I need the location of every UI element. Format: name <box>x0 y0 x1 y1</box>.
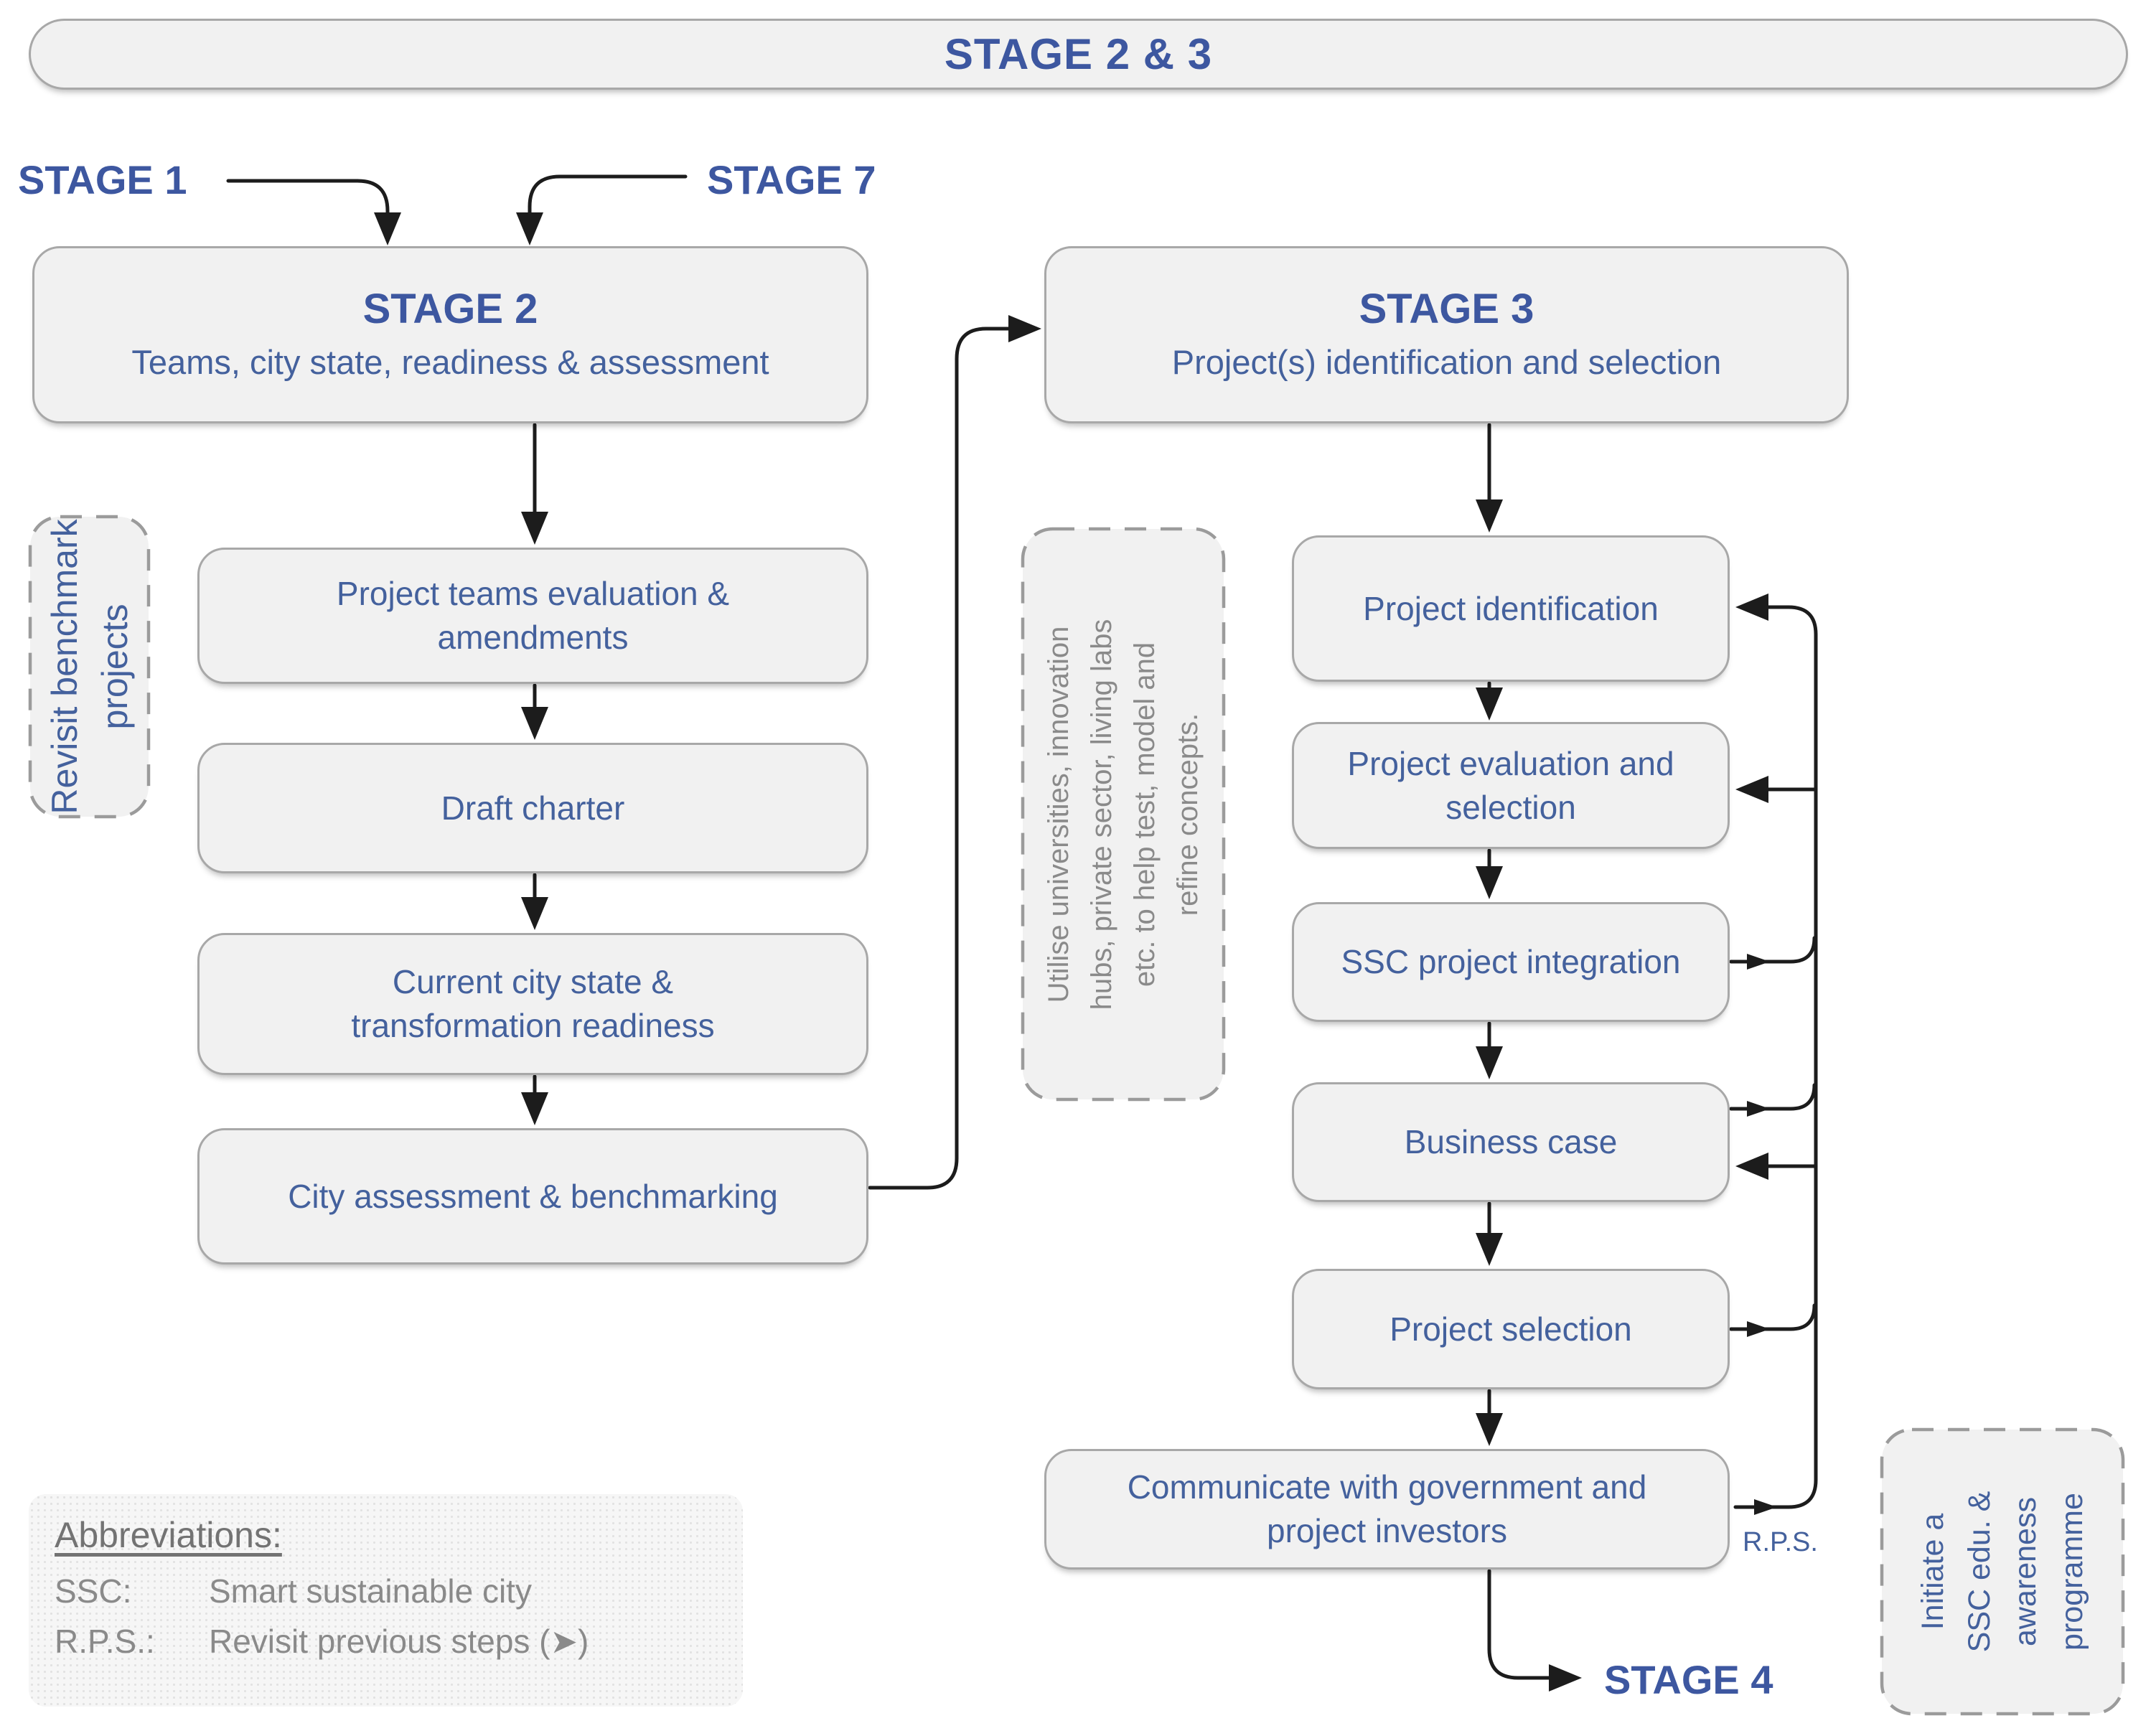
stage2-title: STAGE 2 <box>362 285 538 332</box>
note-line: refine concepts. <box>1172 713 1204 916</box>
label-stage-1: STAGE 1 <box>18 157 187 202</box>
note-utilise-universities: Utilise universities, innovation hubs, p… <box>1023 529 1224 1099</box>
step-label: Project selection <box>1390 1310 1632 1348</box>
step-label: Draft charter <box>441 789 625 827</box>
note-line: SSC edu. & <box>1962 1491 1997 1653</box>
abbreviation-row-ssc: SSC: Smart sustainable city <box>55 1575 717 1608</box>
step-current-city-state: Current city state & transformation read… <box>197 933 868 1075</box>
step-city-assessment-benchmarking: City assessment & benchmarking <box>197 1128 868 1265</box>
arrow-stage7-to-stage2 <box>516 174 688 245</box>
stage3-header-box: STAGE 3 Project(s) identification and se… <box>1044 246 1849 423</box>
note-line: projects <box>94 604 135 730</box>
step-label: Project identification <box>1363 589 1659 627</box>
banner-label: STAGE 2 & 3 <box>944 30 1213 78</box>
step-label: SSC project integration <box>1341 943 1681 981</box>
step-label: Communicate with government and project … <box>1127 1468 1647 1549</box>
step-project-teams-evaluation: Project teams evaluation & amendments <box>197 548 868 684</box>
feedback-branch-from-integration <box>1729 936 1817 964</box>
label-stage-7: STAGE 7 <box>707 157 876 202</box>
stage2-header-box: STAGE 2 Teams, city state, readiness & a… <box>32 246 868 423</box>
feedback-line-to-identification <box>1733 593 1818 1509</box>
stage3-title: STAGE 3 <box>1359 285 1534 332</box>
feedback-branch-from-businesscase <box>1729 1083 1817 1111</box>
abbreviation-key: R.P.S.: <box>55 1623 155 1660</box>
note-revisit-benchmark-projects: Revisit benchmark projects <box>30 517 149 817</box>
abbreviations-box: Abbreviations: SSC: Smart sustainable ci… <box>29 1494 743 1707</box>
step-label: Business case <box>1404 1123 1618 1161</box>
note-line: Utilise universities, innovation <box>1043 626 1074 1003</box>
note-line: etc. to help test, model and <box>1129 642 1161 987</box>
abbreviations-title: Abbreviations: <box>55 1515 282 1555</box>
feedback-branch-from-selection <box>1729 1303 1817 1331</box>
step-label: Current city state & transformation read… <box>351 963 715 1044</box>
step-label: Project evaluation and selection <box>1347 744 1674 826</box>
stage2-subtitle: Teams, city state, readiness & assessmen… <box>131 343 769 382</box>
note-line: programme <box>2054 1493 2089 1651</box>
step-business-case: Business case <box>1292 1082 1730 1202</box>
step-project-identification: Project identification <box>1292 535 1730 682</box>
step-draft-charter: Draft charter <box>197 743 868 873</box>
step-communicate-government-investors: Communicate with government and project … <box>1044 1449 1730 1570</box>
step-project-evaluation-selection: Project evaluation and selection <box>1292 722 1730 849</box>
step-project-selection: Project selection <box>1292 1269 1730 1389</box>
label-rps: R.P.S. <box>1743 1527 1818 1557</box>
arrow-communicate-to-stage4 <box>1487 1569 1582 1692</box>
step-ssc-project-integration: SSC project integration <box>1292 902 1730 1022</box>
abbreviation-row-rps: R.P.S.: Revisit previous steps (➤) <box>55 1625 717 1658</box>
label-stage-4: STAGE 4 <box>1604 1657 1773 1702</box>
note-line: Initiate a <box>1916 1513 1950 1631</box>
arrow-stage1-to-stage2 <box>226 179 401 245</box>
note-initiate-ssc-programme: Initiate a SSC edu. & awareness programm… <box>1882 1430 2123 1714</box>
abbreviation-value: Revisit previous steps (➤) <box>209 1623 589 1660</box>
abbreviation-key: SSC: <box>55 1572 132 1610</box>
stage3-subtitle: Project(s) identification and selection <box>1171 343 1722 382</box>
note-line: Revisit benchmark <box>44 519 85 815</box>
abbreviation-value: Smart sustainable city <box>209 1572 532 1610</box>
arrow-assessment-to-stage3 <box>868 315 1041 1190</box>
note-line: awareness <box>2008 1497 2043 1646</box>
step-label: City assessment & benchmarking <box>288 1177 778 1215</box>
banner-stage-2-3: STAGE 2 & 3 <box>29 19 2128 90</box>
note-line: hubs, private sector, living labs <box>1086 619 1117 1010</box>
step-label: Project teams evaluation & amendments <box>336 575 730 656</box>
